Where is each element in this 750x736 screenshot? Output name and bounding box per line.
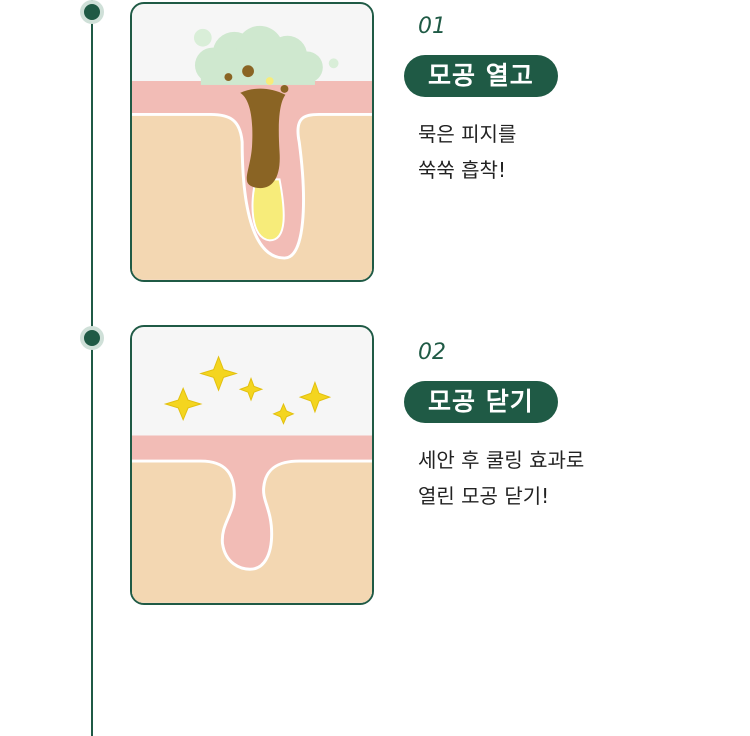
step-1-description-line-1: 묵은 피지를 (418, 122, 517, 146)
timeline-dot-step-1 (80, 0, 104, 24)
pore-open-illustration (130, 2, 374, 282)
pore-close-graphic (132, 327, 372, 603)
step-1-description: 묵은 피지를 쑥쑥 흡착! (418, 116, 516, 188)
step-2-description-line-1: 세안 후 쿨링 효과로 (418, 448, 585, 472)
step-2-description-line-2: 열린 모공 닫기! (418, 484, 550, 508)
step-2-title-badge: 모공 닫기 (404, 381, 558, 423)
pore-open-graphic (132, 4, 372, 280)
timeline-dot-step-2 (80, 326, 104, 350)
timeline-line (91, 0, 93, 736)
pore-close-illustration (130, 325, 374, 605)
step-1-description-line-2: 쑥쑥 흡착! (418, 158, 506, 182)
step-1-title-badge: 모공 열고 (404, 55, 558, 97)
step-1-number: 01 (418, 14, 446, 39)
step-2-description: 세안 후 쿨링 효과로 열린 모공 닫기! (418, 442, 584, 514)
step-2-number: 02 (418, 340, 446, 365)
